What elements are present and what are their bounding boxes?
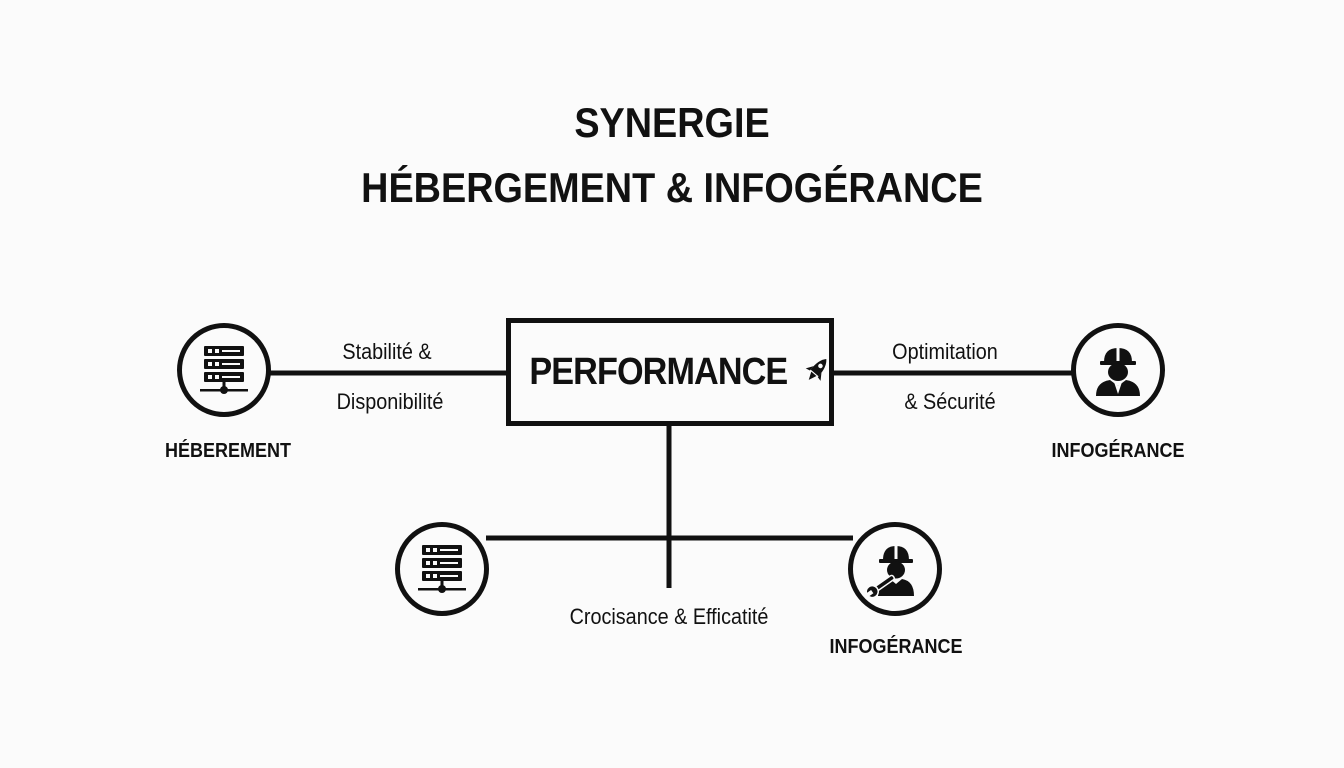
infogerance-node-right <box>1071 323 1165 417</box>
server-icon <box>418 545 466 593</box>
node-label-infogerance-bottom: INFOGÉRANCE <box>829 636 963 658</box>
performance-box: PERFORMANCE <box>506 318 834 426</box>
infogerance-node-bottom <box>848 522 942 616</box>
performance-label: PERFORMANCE <box>529 350 788 393</box>
server-icon <box>200 346 248 394</box>
diagram-title-line-1: SYNERGIE <box>574 99 770 146</box>
edge-label-securite: & Sécurité <box>904 389 996 414</box>
technician-wrench-icon <box>866 546 914 598</box>
edge-label-croissance: Crocisance & Efficatité <box>569 604 769 629</box>
diagram-title-line-2: HÉBERGEMENT & INFOGÉRANCE <box>361 164 983 211</box>
hebergement-node-left <box>177 323 271 417</box>
node-label-infogerance-right: INFOGÉRANCE <box>1051 440 1185 462</box>
hebergement-node-bottom <box>395 522 489 616</box>
rocket-icon <box>805 358 827 381</box>
engineer-icon <box>1096 348 1140 396</box>
edge-label-disponibilite: Disponibilité <box>336 389 444 414</box>
edge-label-stabilite: Stabilité & <box>342 339 432 364</box>
node-label-hebergement: HÉBEREMENT <box>165 440 292 462</box>
edge-label-optimitation: Optimitation <box>892 339 998 364</box>
